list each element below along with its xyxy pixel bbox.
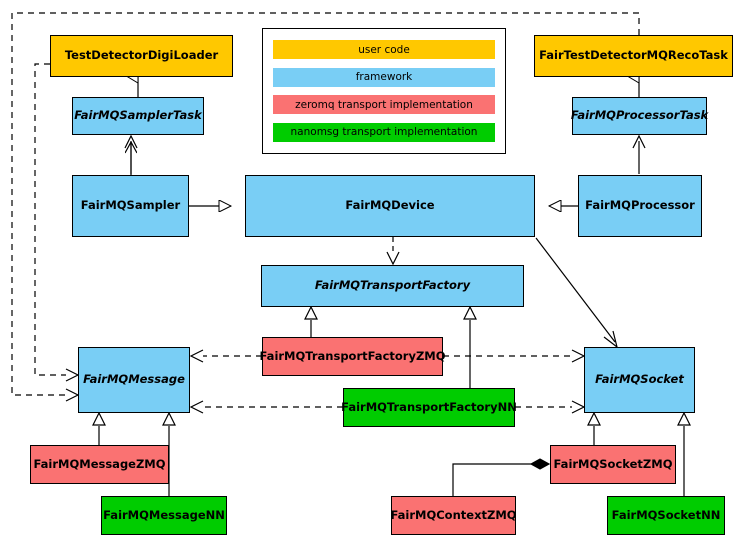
node-fairmqprocessortask[interactable]: FairMQProcessorTask: [570, 97, 709, 135]
legend-item-nanomsg: nanomsg transport implementation: [273, 122, 495, 142]
node-label: FairMQProcessor: [585, 198, 695, 213]
node-fairmqmessagezmq[interactable]: FairMQMessageZMQ: [30, 445, 169, 484]
edge-sampler-samplertask-head: [124, 134, 138, 149]
legend-item-framework: framework: [273, 67, 495, 87]
edge-messagezmq-message-head: [92, 411, 106, 426]
node-label: FairMQProcessorTask: [570, 108, 709, 123]
edge-tfzmq-socket-head: [571, 349, 586, 363]
edge-device-socket-head: [603, 330, 619, 349]
node-fairmqsocket[interactable]: FairMQSocket: [584, 347, 695, 413]
edge-digiloader-message: [34, 63, 66, 376]
node-fairmqtransportfactory[interactable]: FairMQTransportFactory: [261, 265, 524, 307]
edge-device-transportfactory-head: [386, 251, 400, 266]
edge-contextzmq-socketzmq-diamond: [529, 458, 551, 470]
legend-item-zeromq: zeromq transport implementation: [273, 95, 495, 115]
edge-tfzmq-tf-head: [304, 305, 318, 320]
node-label: FairMQSocketNN: [611, 507, 721, 522]
edge-tfzmq-message-head: [189, 349, 204, 363]
node-fairmqsocketzmq[interactable]: FairMQSocketZMQ: [550, 445, 676, 484]
edge-recotask-message-head: [65, 388, 80, 402]
legend-item-user-code: user code: [273, 40, 495, 60]
edge-recotask-message: [11, 12, 640, 396]
edge-contextzmq-socketzmq: [452, 463, 531, 496]
node-label: FairMQSamplerTask: [74, 108, 202, 123]
node-fairmqsampler[interactable]: FairMQSampler: [72, 175, 189, 237]
node-label: FairMQContextZMQ: [390, 507, 517, 522]
node-fairtestdetectormqrecotask[interactable]: FairTestDetectorMQRecoTask: [534, 35, 733, 77]
node-label: FairMQMessageZMQ: [33, 456, 166, 471]
legend-item-label: user code: [358, 43, 410, 56]
node-label: FairMQSampler: [80, 198, 181, 213]
node-fairmqtransportfactoryzmq[interactable]: FairMQTransportFactoryZMQ: [259, 337, 446, 376]
edge-processor-processortask-head: [632, 134, 646, 149]
node-label: FairMQDevice: [345, 198, 435, 213]
node-fairmqdevice[interactable]: FairMQDevice: [245, 175, 535, 237]
node-fairmqsamplertask[interactable]: FairMQSamplerTask: [72, 97, 204, 135]
node-label: FairMQMessageNN: [103, 507, 225, 522]
edge-digiloader-message-head: [65, 368, 80, 382]
node-fairmqtransportfactorynn[interactable]: FairMQTransportFactoryNN: [341, 388, 517, 427]
edge-socketnn-socket-head: [677, 411, 691, 426]
node-label: FairTestDetectorMQRecoTask: [539, 48, 728, 63]
node-fairmqprocessor[interactable]: FairMQProcessor: [578, 175, 702, 237]
node-testdetectordigiloader[interactable]: TestDetectorDigiLoader: [50, 35, 233, 77]
edge-tfnn-message-head: [189, 400, 204, 414]
legend: user code framework zeromq transport imp…: [262, 28, 506, 154]
node-label: FairMQSocket: [595, 372, 684, 387]
node-fairmqmessage[interactable]: FairMQMessage: [78, 347, 190, 413]
edge-tfnn-tf-head: [463, 305, 477, 320]
node-label: FairMQMessage: [83, 372, 185, 387]
node-fairmqmessagenn[interactable]: FairMQMessageNN: [101, 496, 227, 535]
node-label: FairMQTransportFactoryNN: [341, 399, 517, 414]
node-label: FairMQSocketZMQ: [553, 456, 673, 471]
node-label: FairMQTransportFactory: [314, 278, 471, 293]
edge-tfnn-socket-head: [571, 400, 586, 414]
legend-item-label: framework: [355, 71, 413, 84]
node-fairmqsocketnn[interactable]: FairMQSocketNN: [607, 496, 725, 535]
node-label: FairMQTransportFactoryZMQ: [259, 348, 446, 363]
legend-item-label: zeromq transport implementation: [295, 98, 473, 111]
node-fairmqcontextzmq[interactable]: FairMQContextZMQ: [390, 496, 517, 535]
node-label: TestDetectorDigiLoader: [64, 48, 219, 63]
legend-item-label: nanomsg transport implementation: [290, 126, 478, 139]
edge-device-socket: [535, 237, 616, 343]
edge-socketzmq-socket-head: [587, 411, 601, 426]
edge-messagenn-message-head: [162, 411, 176, 426]
